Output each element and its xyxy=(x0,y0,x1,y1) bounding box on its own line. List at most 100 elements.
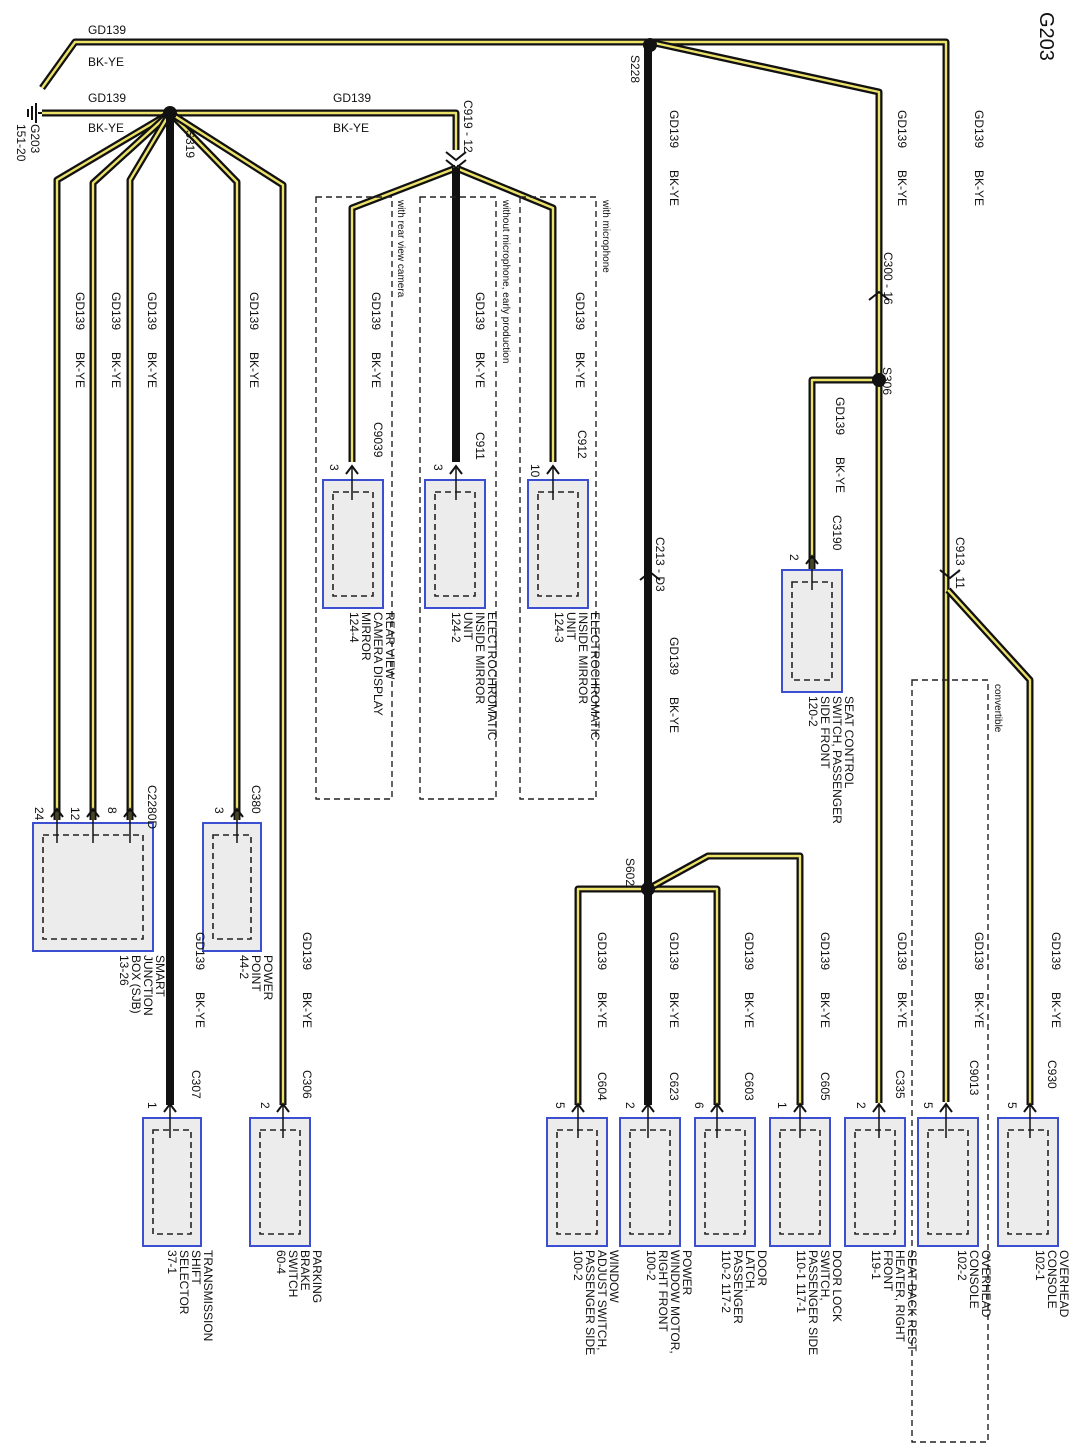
wire-circuit-label: GD139 xyxy=(595,932,609,970)
component-box-inner xyxy=(42,834,144,940)
option-box-early-production xyxy=(419,196,497,800)
wire-circuit-label: GD139 xyxy=(972,932,986,970)
circuit-color-c919: BK-YE xyxy=(333,121,369,135)
component-label-line: 102-1 xyxy=(1033,1250,1047,1281)
component-c911 xyxy=(424,464,486,609)
component-label-line: ADJUST SWITCH, xyxy=(595,1250,609,1350)
circuit-name-c919: GD139 xyxy=(333,91,371,105)
component-c912 xyxy=(527,464,589,609)
inline-connector-c913: C913 - 11 xyxy=(953,537,967,589)
component-label-line: POWER xyxy=(680,1250,694,1296)
option-box-rear-camera xyxy=(315,196,393,800)
component-box-inner xyxy=(332,491,374,597)
component-label-line: CAMERA DISPLAY xyxy=(371,612,385,716)
pin-number: 6 xyxy=(692,1102,706,1109)
component-box-inner xyxy=(259,1129,301,1235)
wire-color-label: BK-YE xyxy=(895,992,909,1028)
component-label-line: SWITCH xyxy=(286,1250,300,1297)
component-c603 xyxy=(694,1102,756,1247)
component-c9039 xyxy=(322,464,384,609)
connector-name: C912 xyxy=(575,430,589,459)
pin-number: 5 xyxy=(553,1102,567,1109)
component-box-inner xyxy=(779,1129,821,1235)
ground-ref-page: 151-20 xyxy=(14,124,28,162)
component-label-line: CONSOLE xyxy=(1045,1250,1059,1309)
component-boxes xyxy=(32,464,1059,1247)
wire-color-label: BK-YE xyxy=(667,992,681,1028)
ground-symbol xyxy=(27,103,42,123)
connector-name: C9013 xyxy=(967,1060,981,1096)
wire-circuit-label: GD139 xyxy=(833,397,847,435)
inline-connector-c213: C213 - D3 xyxy=(653,537,667,592)
component-label-line: UNIT xyxy=(564,612,578,641)
wire-circuit-label: GD139 xyxy=(73,292,87,330)
circuit-color-top: BK-YE xyxy=(88,55,124,69)
component-label-line: PASSENGER SIDE xyxy=(806,1250,820,1355)
option-label-microphone: with microphone xyxy=(600,199,611,273)
wire-color-label: BK-YE xyxy=(742,992,756,1028)
wire-gd139-14 xyxy=(646,852,804,1105)
component-label-line: BRAKE xyxy=(298,1250,312,1291)
splice-s306-label: S306 xyxy=(880,367,894,395)
wire-color-label: BK-YE xyxy=(972,170,986,206)
wire-stripe-8 xyxy=(455,166,555,462)
pin-number: 3 xyxy=(431,464,445,471)
wire-circuit-label: GD139 xyxy=(667,932,681,970)
splice-s228-dot xyxy=(643,38,657,52)
wire-circuit-label: GD139 xyxy=(300,932,314,970)
component-label-line: DOOR xyxy=(755,1250,769,1286)
component-label-line: UNIT xyxy=(461,612,475,641)
wire-stripe-7 xyxy=(350,166,457,462)
component-label-line: OVERHEAD xyxy=(1057,1250,1069,1318)
component-label-line: PASSENGER xyxy=(731,1250,745,1324)
component-label-line: DOOR LOCK xyxy=(830,1250,844,1322)
component-box-inner xyxy=(704,1129,746,1235)
connector-name: C335 xyxy=(893,1070,907,1099)
wire-color-label: BK-YE xyxy=(300,992,314,1028)
component-label-line: SMART xyxy=(153,955,167,997)
component-label-line: 119-1 xyxy=(869,1250,883,1280)
component-label-line: PARKING xyxy=(310,1250,324,1303)
component-label-line: WINDOW MOTOR, xyxy=(668,1250,682,1354)
wire-gd139-12 xyxy=(574,885,648,1105)
splice-s602-label: S602 xyxy=(623,858,637,886)
component-label-line: WINDOW xyxy=(607,1250,621,1303)
component-label-line: LATCH, xyxy=(743,1250,757,1292)
inline-connector-c300: C300 - 16 xyxy=(881,252,895,305)
component-label-line: FRONT xyxy=(881,1250,895,1292)
pin-number: 10 xyxy=(528,464,542,478)
wire-color-label: BK-YE xyxy=(895,170,909,206)
connector-name: C3190 xyxy=(830,515,844,551)
wire-color-label: BK-YE xyxy=(369,352,383,388)
component-label-line: HEATER, RIGHT xyxy=(893,1250,907,1342)
pin-number: 12 xyxy=(68,807,82,821)
component-c306 xyxy=(249,1102,311,1247)
component-label-line: 102-2 xyxy=(955,1250,969,1281)
component-c335 xyxy=(844,1102,906,1247)
wire-color-label: BK-YE xyxy=(667,170,681,206)
option-label-convertible: convertible xyxy=(992,684,1003,733)
wire-color-label: BK-YE xyxy=(145,352,159,388)
wire-color-label: BK-YE xyxy=(109,352,123,388)
pin-number: 5 xyxy=(921,1102,935,1109)
component-label-line: INSIDE MIRROR xyxy=(473,612,487,704)
component-label-line: 37-1 xyxy=(165,1250,179,1274)
vertical-circuit-labels: GD139BK-YEGD139BK-YEGD139BK-YEGD139BK-YE… xyxy=(73,110,1063,1028)
component-box-inner xyxy=(854,1129,896,1235)
wire-circuit-label: GD139 xyxy=(369,292,383,330)
component-label-line: REAR VIEW xyxy=(383,612,397,680)
wire-circuit-label: GD139 xyxy=(895,110,909,148)
wire-stripe-11 xyxy=(947,589,1032,1105)
component-box-inner xyxy=(212,834,252,940)
component-c307 xyxy=(142,1102,202,1247)
wire-color-label: BK-YE xyxy=(595,992,609,1028)
component-c2280d xyxy=(32,807,154,952)
option-box-convertible xyxy=(911,679,989,1443)
connector-name: C306 xyxy=(300,1070,314,1099)
wire-color-label: BK-YE xyxy=(193,992,207,1028)
connector-name: C603 xyxy=(742,1072,756,1101)
component-label-line: OVERHEAD xyxy=(979,1250,993,1318)
wire-color-label: BK-YE xyxy=(473,352,487,388)
component-box-inner xyxy=(537,491,579,597)
